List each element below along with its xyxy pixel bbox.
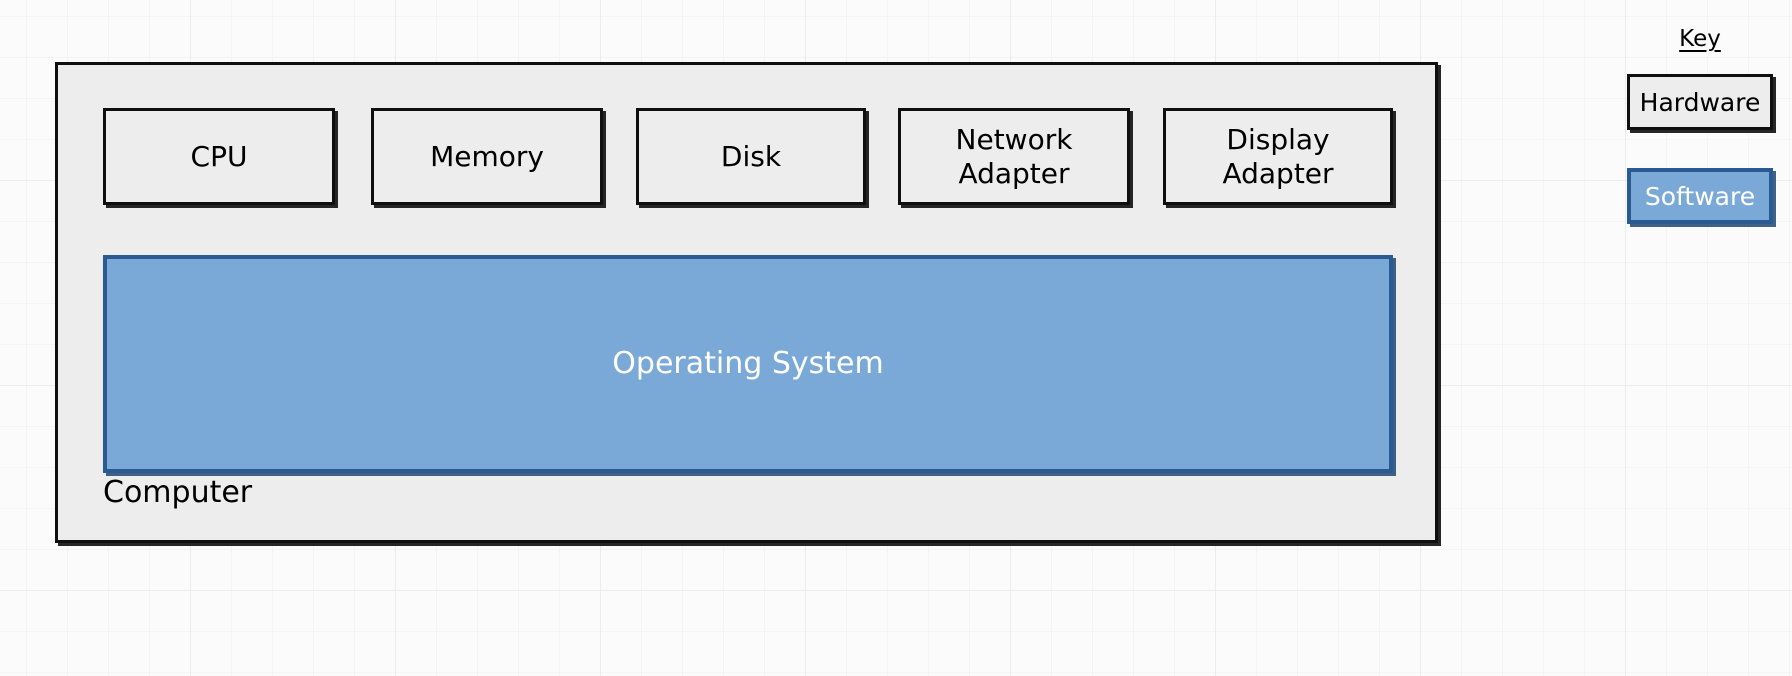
key-item-software-label: Software: [1644, 181, 1756, 211]
component-box-cpu[interactable]: CPU: [103, 108, 335, 205]
key-item-software[interactable]: Software: [1627, 168, 1773, 224]
key-legend: Key Hardware Software: [1620, 26, 1780, 262]
computer-label: Computer: [103, 474, 253, 510]
component-label-cpu: CPU: [190, 139, 248, 173]
key-item-hardware[interactable]: Hardware: [1627, 74, 1773, 130]
component-box-memory[interactable]: Memory: [371, 108, 603, 205]
component-label-disk: Disk: [720, 139, 782, 173]
key-item-hardware-label: Hardware: [1639, 87, 1761, 117]
component-label-memory: Memory: [430, 139, 544, 173]
component-box-disk[interactable]: Disk: [636, 108, 866, 205]
key-title: Key: [1679, 26, 1721, 52]
operating-system-label: Operating System: [612, 346, 884, 382]
operating-system-box[interactable]: Operating System: [103, 255, 1393, 473]
